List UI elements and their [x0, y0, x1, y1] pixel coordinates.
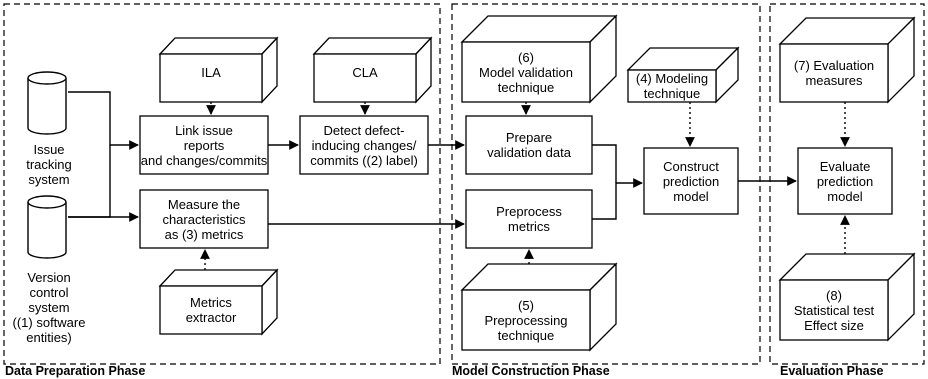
- metrics-extractor-box-shape: [158, 268, 279, 336]
- ila-box-shape: [158, 36, 279, 104]
- construct-model-box: [643, 147, 739, 215]
- version-control-label: Version control system ((1) software ent…: [12, 269, 86, 345]
- model-construction-region: [451, 3, 761, 365]
- validation-technique-box-shape: [460, 14, 618, 104]
- data-preparation-phase-title: Data Preparation Phase: [5, 364, 146, 378]
- modeling-technique-label: (4) Modeling technique: [635, 71, 709, 101]
- cla-box-shape: [312, 36, 433, 104]
- issue-tracking-cylinder: [27, 71, 67, 135]
- version-control-cylinder: [27, 195, 67, 259]
- evaluation-measures-box-shape: [778, 16, 916, 104]
- preprocessing-technique-box-shape: [460, 262, 618, 352]
- model-construction-phase-title: Model Construction Phase: [452, 364, 610, 378]
- statistical-test-box-shape: [778, 252, 916, 342]
- modeling-technique-box-shape: [626, 46, 740, 104]
- link-issue-label: Link issue reports and changes/commits: [140, 122, 268, 168]
- measure-label: Measure the characteristics as (3) metri…: [162, 196, 246, 242]
- cla-label: CLA: [352, 64, 378, 80]
- preprocessing-technique-label: (5) Preprocessing technique: [484, 297, 568, 343]
- construct-model-label: Construct prediction model: [662, 158, 720, 204]
- evaluation-phase-title: Evaluation Phase: [780, 364, 884, 378]
- detect-defect-label: Detect defect- inducing changes/ commits…: [310, 122, 418, 168]
- prepare-validation-label: Prepare validation data: [487, 130, 571, 160]
- detect-defect-box: [299, 115, 429, 175]
- metrics-extractor-label: Metrics extractor: [185, 295, 237, 325]
- link-issue-box: [139, 115, 269, 175]
- ila-label: ILA: [201, 64, 221, 80]
- measure-box: [139, 189, 269, 249]
- issue-to-link-connector: [68, 91, 139, 150]
- preprocess-metrics-label: Preprocess metrics: [496, 204, 562, 234]
- prepare-validation-box: [465, 115, 593, 175]
- issue-tracking-label: Issue tracking system: [26, 141, 72, 187]
- prepare-to-construct-connector: [592, 144, 617, 183]
- evaluation-measures-label: (7) Evaluation measures: [793, 58, 875, 88]
- evaluate-model-box: [797, 147, 893, 215]
- evaluation-region: [769, 3, 925, 365]
- evaluate-model-label: Evaluate prediction model: [816, 158, 874, 204]
- statistical-test-label: (8) Statistical test Effect size: [793, 287, 875, 333]
- preprocess-to-construct-connector: [592, 178, 643, 220]
- data-preparation-region: [3, 3, 441, 365]
- validation-technique-label: (6) Model validation technique: [479, 49, 573, 95]
- preprocess-metrics-box: [465, 189, 593, 249]
